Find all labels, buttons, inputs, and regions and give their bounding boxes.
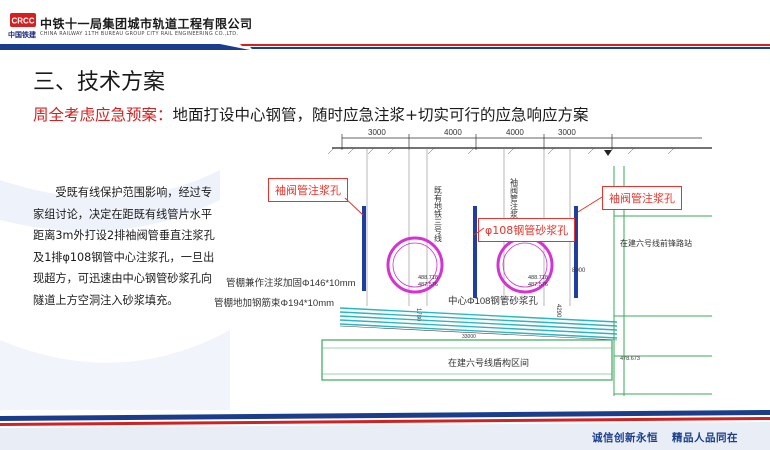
dim-top-1: 3000	[368, 128, 386, 137]
dim-h-1: 4290	[555, 304, 561, 318]
callout-left-sleeve: 袖阀管注浆孔	[268, 178, 348, 202]
sleeve-vertical-label: 袖阀管注浆孔	[510, 177, 519, 227]
bottom-tunnel	[321, 339, 613, 381]
callout-center-pipe: φ108钢管砂浆孔	[478, 218, 576, 242]
slogan-2: 精品人品同在	[672, 432, 738, 444]
crcc-logo-icon: CRCC	[10, 13, 36, 27]
center-pipe	[473, 206, 477, 298]
footer-stripes	[0, 410, 770, 450]
engineering-drawing: 3000 4000 4000 3000 488.718 4	[214, 128, 712, 396]
company-name: 中铁十一局集团城市轨道工程有限公司	[40, 17, 253, 31]
callout-right-sleeve: 袖阀管注浆孔	[602, 186, 682, 210]
sleeve-pipe-left	[362, 206, 366, 291]
tunnel-bottom-label: 在建六号线盾构区间	[448, 357, 529, 368]
slide-header: CRCC 中国铁建 中铁十一局集团城市轨道工程有限公司 CHINA RAILWA…	[0, 0, 770, 52]
shed-pipes	[339, 307, 618, 339]
slide-title: 三、技术方案	[33, 70, 166, 95]
svg-text:CRCC: CRCC	[11, 17, 34, 26]
existing-tunnel-left	[386, 236, 444, 294]
dim-right: 8000	[572, 268, 586, 274]
subtitle-rest: 地面打设中心钢管，随时应急注浆+切实可行的应急响应方案	[172, 106, 589, 124]
dim-top-2: 4000	[444, 128, 462, 137]
shed-pipe-label-2: 管棚地加钢筋束Φ194*10mm	[214, 297, 334, 309]
elev-label-1: 488.718	[418, 275, 438, 281]
elev-label-4: 487.576	[528, 282, 548, 288]
footer-slogan: 诚信创新永恒 精品人品同在	[578, 430, 738, 445]
elev-label-3: 488.718	[528, 275, 548, 281]
sleeve-pipe-right	[574, 206, 578, 298]
station-label: 在建六号线前锋路站	[620, 238, 692, 248]
existing-line-label: 既有地铁三号线	[434, 186, 443, 242]
center-pipe-label: 中心Φ108钢管砂浆孔	[448, 295, 538, 307]
header-stripes	[0, 44, 770, 50]
body-paragraph: 受既有线保护范围影响，经过专家组讨论，决定在距既有线管片水平距离3m外打设2排袖…	[33, 186, 215, 307]
slide-subtitle: 周全考虑应急预案：地面打设中心钢管，随时应急注浆+切实可行的应急响应方案	[33, 103, 589, 125]
logo-subtext: 中国铁建	[8, 31, 36, 39]
slogan-1: 诚信创新永恒	[592, 432, 658, 444]
company-name-en: CHINA RAILWAY 11TH BUREAU GROUP CITY RAI…	[40, 31, 239, 37]
elev-label-2: 487.576	[418, 282, 438, 288]
background-swoosh	[0, 170, 230, 410]
dim-h-3: 1780	[415, 308, 421, 322]
subtitle-highlight: 周全考虑应急预案：	[33, 106, 173, 124]
dim-top-4: 3000	[558, 128, 576, 137]
ground-hatch	[327, 147, 675, 155]
elev-label-5: 478.673	[620, 356, 640, 362]
dim-top-3: 4000	[506, 128, 524, 137]
dim-bottom: 33000	[462, 334, 476, 340]
shed-pipe-label-1: 管棚兼作注浆加固Φ146*10mm	[226, 277, 356, 289]
